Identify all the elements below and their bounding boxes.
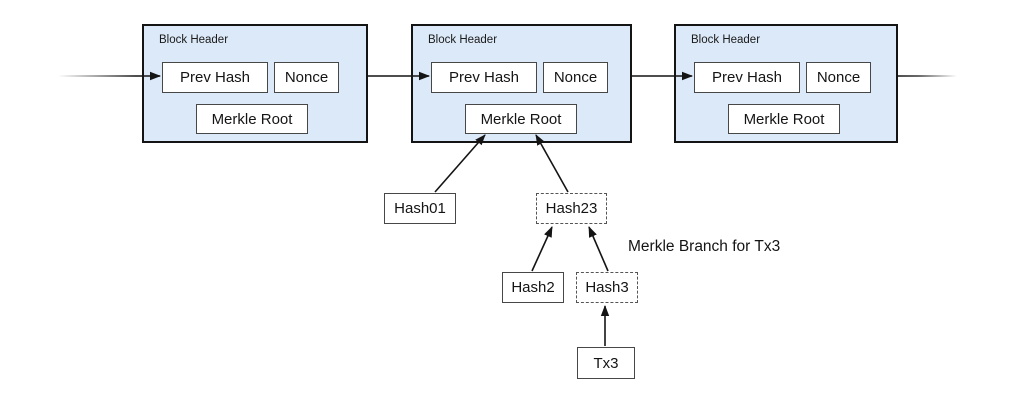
block-2-nonce-box: Nonce: [543, 62, 608, 93]
hash3-label: Hash3: [585, 279, 629, 296]
block-1-header-label: Block Header: [159, 34, 229, 46]
block-1-nonce-label: Nonce: [284, 69, 329, 86]
block-3-prev-hash-box: Prev Hash: [694, 62, 800, 93]
block-1-merkle-root-box: Merkle Root: [196, 104, 308, 134]
hash01-label: Hash01: [394, 200, 446, 217]
hash23-to-merkle-root-arrow: [535, 134, 569, 193]
block-3: Block Header Prev Hash Nonce Merkle Root: [674, 24, 898, 143]
hash01-to-merkle-root-arrow: [434, 134, 486, 193]
block-3-header-label: Block Header: [691, 34, 761, 46]
merkle-branch-annotation: Merkle Branch for Tx3: [628, 238, 781, 255]
block-2-merkle-root-box: Merkle Root: [465, 104, 577, 134]
block-3-merkle-root-box: Merkle Root: [728, 104, 840, 134]
hash23-label: Hash23: [545, 200, 598, 217]
block-2-nonce-label: Nonce: [553, 69, 598, 86]
block-2: Block Header Prev Hash Nonce Merkle Root: [411, 24, 632, 143]
block-1-prev-hash-label: Prev Hash: [179, 69, 251, 86]
hash01-node: Hash01: [384, 193, 456, 224]
block-1-prev-hash-box: Prev Hash: [162, 62, 268, 93]
block-3-merkle-root-label: Merkle Root: [743, 110, 825, 128]
tx3-label: Tx3: [593, 354, 619, 372]
block-2-header-label: Block Header: [428, 34, 498, 46]
block-2-merkle-root-label: Merkle Root: [480, 110, 562, 128]
block-1: Block Header Prev Hash Nonce Merkle Root: [142, 24, 368, 143]
hash3-to-hash23-arrow: [588, 226, 609, 272]
tx3-node: Tx3: [577, 347, 635, 379]
block-1-nonce-box: Nonce: [274, 62, 339, 93]
block-1-merkle-root-label: Merkle Root: [211, 110, 293, 128]
hash2-to-hash23-arrow: [531, 226, 553, 272]
block-2-prev-hash-label: Prev Hash: [448, 69, 520, 86]
hash3-node: Hash3: [576, 272, 638, 303]
hash2-label: Hash2: [511, 279, 555, 296]
hash2-node: Hash2: [502, 272, 564, 303]
block-3-prev-hash-label: Prev Hash: [711, 69, 783, 86]
block-3-nonce-label: Nonce: [816, 69, 861, 86]
block-3-nonce-box: Nonce: [806, 62, 871, 93]
hash23-node: Hash23: [536, 193, 607, 224]
block-2-prev-hash-box: Prev Hash: [431, 62, 537, 93]
